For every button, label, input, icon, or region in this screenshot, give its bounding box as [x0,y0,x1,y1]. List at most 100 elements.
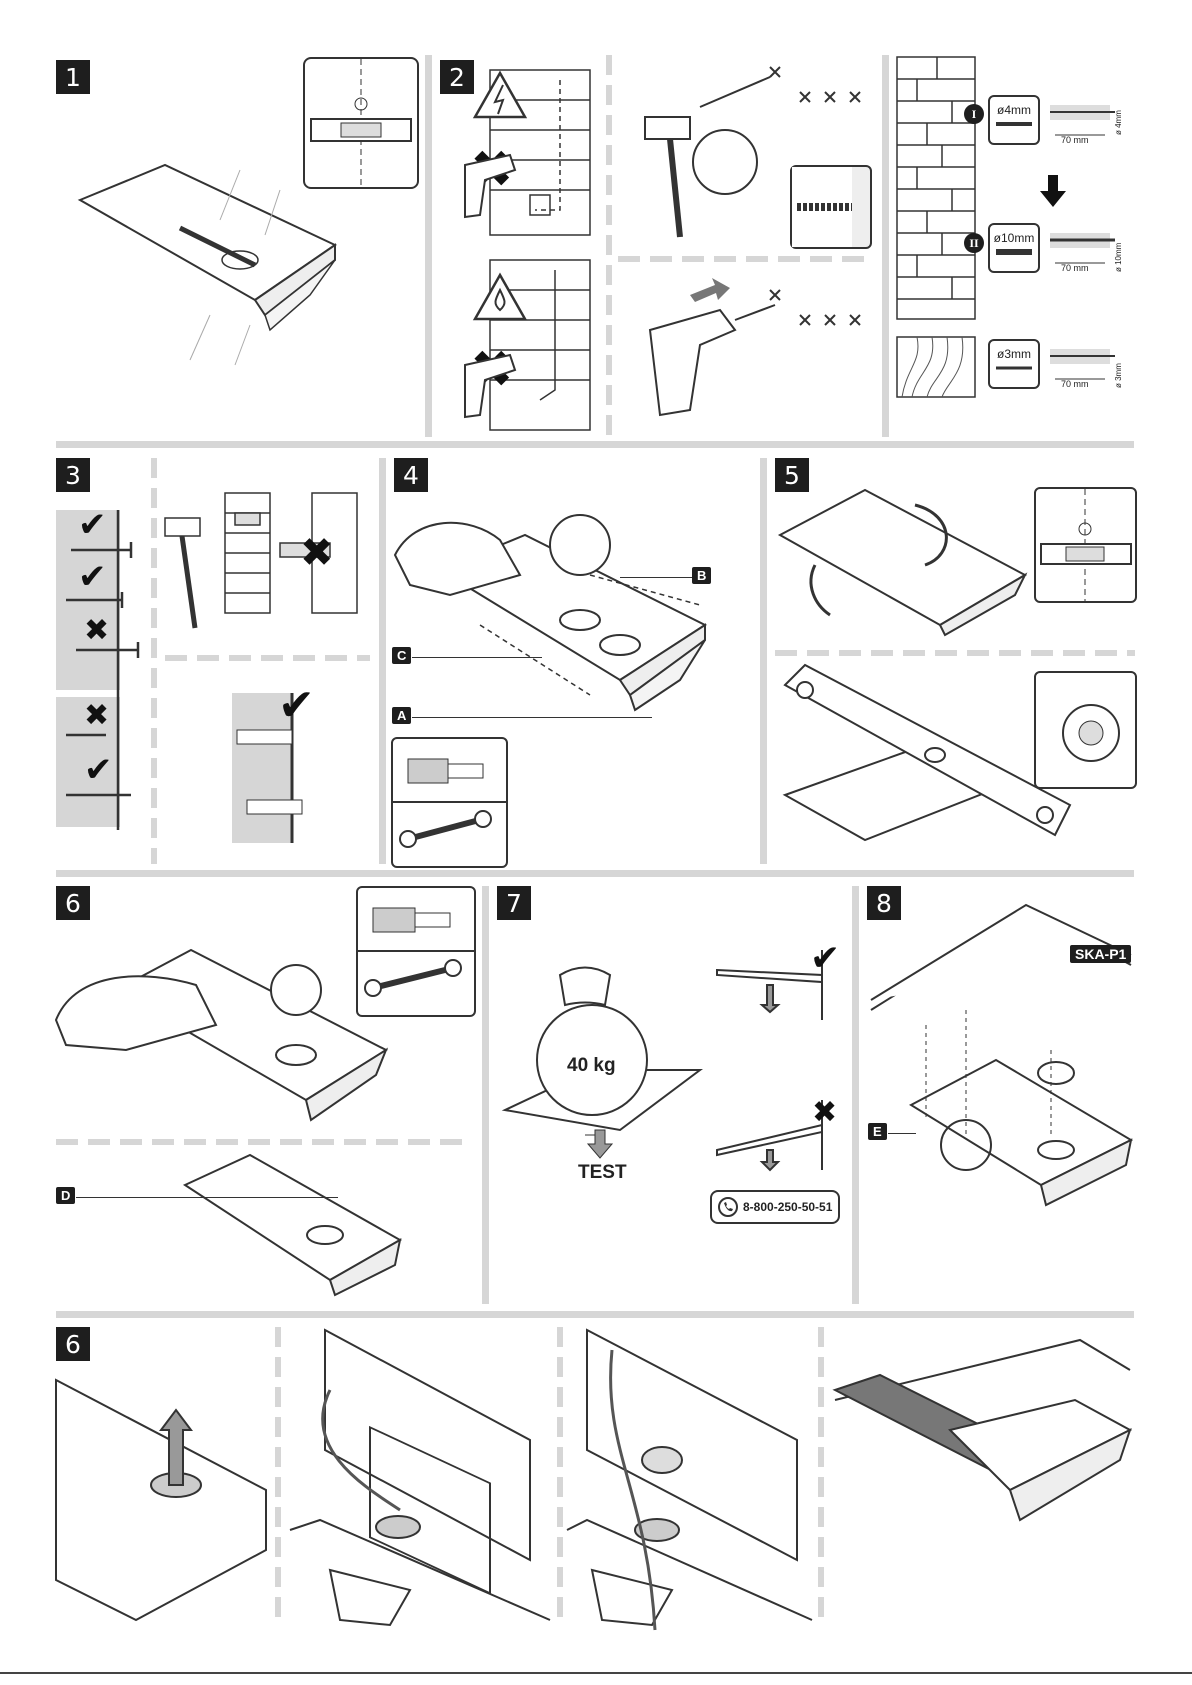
callout-A: A [392,707,412,724]
step-number-6: 6 [56,886,90,920]
dash-separator [606,55,612,437]
phone-icon [718,1197,738,1217]
shelf-illustration [77,163,338,366]
drill-size-label: ø3mm [997,347,1031,361]
hammer-marking-illustration [644,66,861,238]
arrow-down-icon [586,1129,614,1159]
cable-through-illustration [566,1328,813,1631]
cross-mark-icon: ✖ [84,613,110,648]
dash-separator [618,256,868,262]
bottom-rule [0,1672,1192,1674]
drill-size-label: ø4mm [997,103,1031,117]
cross-mark-icon: ✖ [84,698,110,733]
drill-illustration [648,278,861,417]
diameter-label: ø 10mm [1114,242,1123,272]
callout-B: B [692,567,712,584]
check-mark-icon: ✔ [810,938,841,979]
step-number-2: 2 [440,60,474,94]
arrow-down-icon [1040,175,1066,207]
shelf-cover-slide-illustration [832,1338,1133,1522]
drill-size-3mm: ø3mm [988,339,1040,389]
support-phone-box: 8-800-250-50-51 [710,1190,840,1224]
callout-line [620,577,692,578]
depth-diagram [1050,233,1115,264]
col-separator [852,886,859,1304]
brick-wall-illustration [896,56,976,320]
col-separator [882,55,889,437]
depth-diagram [1050,105,1115,136]
bubble-detail-inset [1034,671,1137,789]
col-separator [379,458,386,864]
dash-separator [557,1327,563,1627]
col-separator [482,886,489,1304]
depth-label: 70 mm [1061,135,1089,145]
col-separator [425,55,432,437]
step-number-4: 4 [394,458,428,492]
row-separator-3 [56,1311,1134,1318]
step-number-6b: 6 [56,1327,90,1361]
diameter-label: ø 4mm [1114,110,1123,135]
dash-separator [56,1139,471,1145]
step-number-1: 1 [56,60,90,94]
row-separator-2 [56,870,1134,877]
callout-line [412,657,542,658]
screw-detail-inset [790,165,872,249]
check-mark-icon: ✔ [78,557,107,597]
wall-section [56,697,120,827]
diameter-label: ø 3mm [1114,363,1123,388]
shelf-tightening-illustration [54,948,389,1122]
level-detail-inset [303,57,419,189]
screw-checks-illustration [66,510,140,830]
step-number-7: 7 [497,886,531,920]
drill-size-label: ø10mm [993,231,1035,245]
roman-label-2: II [964,233,984,253]
wall-warning-illustration [489,69,591,431]
shelf-screwing-illustration [393,514,708,712]
wall-section [232,693,292,843]
check-mark-icon: ✔ [278,680,315,731]
callout-line [412,717,652,718]
shelf-rotate-illustration [777,488,1028,637]
model-label: SKA-P1 [1070,945,1132,963]
level-on-shelf-illustration [782,663,1072,842]
dash-separator [818,1327,824,1627]
callout-line [76,1197,338,1198]
tools-inset [391,737,508,868]
step-number-8: 8 [867,886,901,920]
step-number-3: 3 [56,458,90,492]
depth-diagram [1050,349,1115,380]
level-detail-inset [1034,487,1137,603]
warning-electric-icon [472,70,528,119]
callout-D: D [56,1187,76,1204]
col-separator [760,458,767,864]
weight-label: 40 kg [567,1055,616,1076]
depth-label: 70 mm [1061,263,1089,273]
shelf-level-ok-illustration [716,950,823,1020]
dowel-check-illustration [236,693,303,843]
shelf-level-bad-illustration [716,1100,823,1172]
cross-mark-icon: ✖ [300,530,334,576]
row-separator-1 [56,441,1134,448]
shelf-underside-illustration [870,903,1134,1207]
dash-separator [165,655,370,661]
drill-icon [464,353,517,419]
check-mark-icon: ✔ [84,750,113,790]
cross-mark-icon: ✖ [812,1095,838,1130]
phone-number: 8-800-250-50-51 [743,1200,833,1214]
dash-separator [275,1327,281,1627]
callout-E: E [868,1123,887,1140]
wood-grain-illustration [896,336,976,398]
shelf-mounted-illustration [182,1153,403,1297]
drill-size-4mm: ø4mm [988,95,1040,145]
warning-water-icon [472,272,528,321]
step-number-5: 5 [775,458,809,492]
callout-C: C [392,647,412,664]
dash-separator [151,458,157,864]
test-label: TEST [578,1162,627,1183]
dowel-brick-illustration [164,492,358,629]
kettlebell-test-illustration [501,966,703,1143]
cover-lift-illustration [55,1378,267,1622]
drill-size-10mm: ø10mm [988,223,1040,273]
check-mark-icon: ✔ [78,505,107,545]
roman-label-1: I [964,104,984,124]
